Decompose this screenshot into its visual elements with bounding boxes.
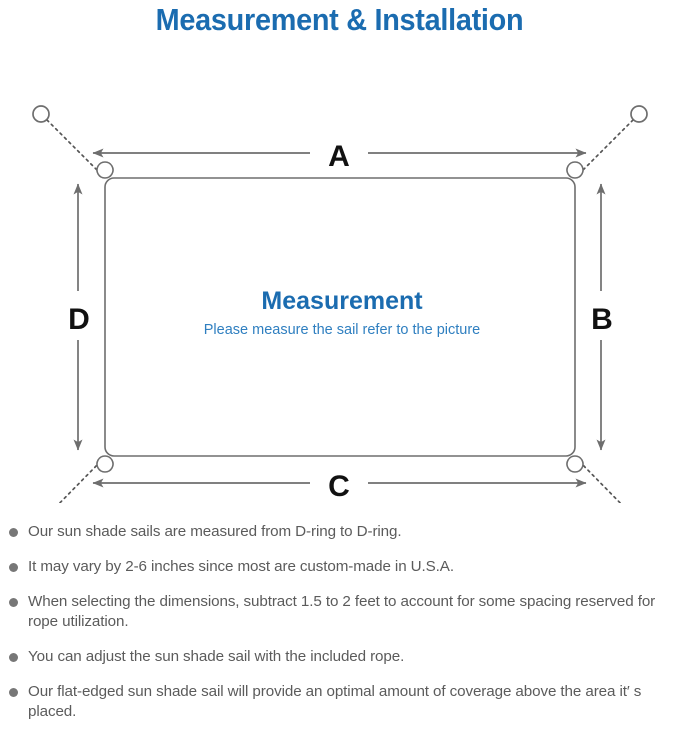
anchor-ring-icon-top-left: [32, 105, 50, 123]
note-text: Our sun shade sails are measured from D-…: [28, 523, 402, 540]
rope-dotted-line-icon-top-left: [46, 119, 104, 177]
list-item: You can adjust the sun shade sail with t…: [0, 647, 679, 667]
notes-list: Our sun shade sails are measured from D-…: [0, 522, 679, 737]
rope-dotted-line-icon-top-right: [576, 119, 634, 177]
list-item: It may vary by 2-6 inches since most are…: [0, 557, 679, 577]
page-title: Measurement & Installation: [155, 2, 524, 37]
bullet-icon: [9, 528, 18, 537]
dimension-label-top: A: [328, 140, 350, 173]
rope-dotted-line-icon-bottom-right: [576, 458, 622, 503]
note-text: When selecting the dimensions, subtract …: [28, 593, 656, 630]
d-ring-icon-bottom-left: [96, 455, 114, 473]
dimension-label-left: D: [68, 303, 90, 336]
bullet-icon: [9, 653, 18, 662]
note-text: You can adjust the sun shade sail with t…: [28, 648, 405, 665]
sail-measurement-diagram: A C D B Measurement Please measure the s…: [0, 38, 679, 503]
note-text: It may vary by 2-6 inches since most are…: [28, 558, 454, 575]
d-ring-icon-top-right: [566, 161, 584, 179]
list-item: When selecting the dimensions, subtract …: [0, 592, 679, 632]
bullet-icon: [9, 563, 18, 572]
dimension-label-bottom: C: [328, 470, 350, 503]
rope-dotted-line-icon-bottom-left: [58, 458, 104, 503]
center-sublabel: Please measure the sail refer to the pic…: [204, 322, 480, 338]
anchor-ring-icon-top-right: [630, 105, 648, 123]
center-label: Measurement: [261, 287, 423, 315]
d-ring-icon-bottom-right: [566, 455, 584, 473]
d-ring-icon-top-left: [96, 161, 114, 179]
bullet-icon: [9, 598, 18, 607]
bullet-icon: [9, 688, 18, 697]
dimension-label-right: B: [591, 303, 613, 336]
sail-rectangle: [104, 177, 576, 457]
list-item: Our sun shade sails are measured from D-…: [0, 522, 679, 542]
list-item: Our flat-edged sun shade sail will provi…: [0, 682, 679, 722]
note-text: Our flat-edged sun shade sail will provi…: [28, 683, 642, 720]
diagram-svg: A C D B Measurement Please measure the s…: [32, 105, 648, 503]
